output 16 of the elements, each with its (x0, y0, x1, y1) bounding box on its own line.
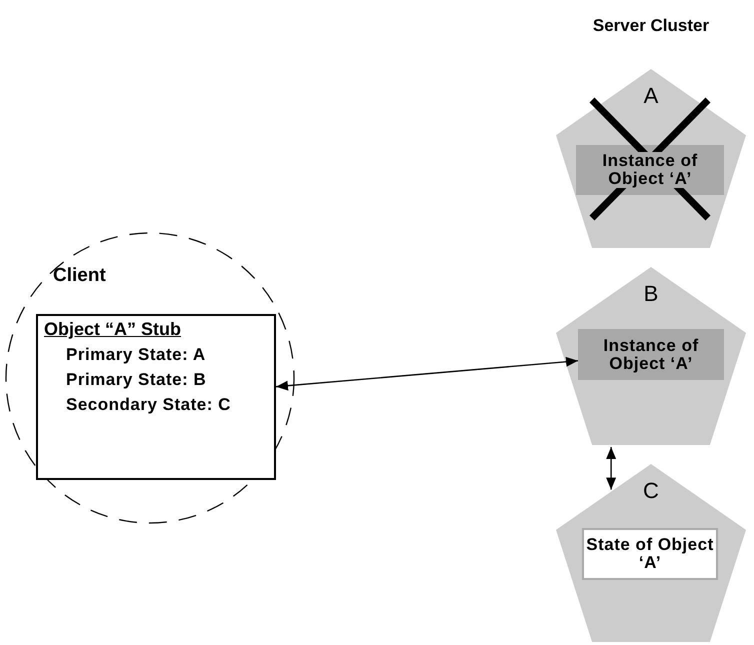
arrow (606, 447, 616, 490)
state-entry: Primary State: A (66, 345, 206, 364)
server-letter: A (644, 82, 658, 110)
client-circle (5, 232, 295, 524)
state-entry: Primary State: B (66, 370, 206, 389)
instance-box (576, 145, 724, 195)
client-label: Client (53, 264, 106, 288)
server-letter: B (644, 280, 658, 308)
state-box (582, 528, 718, 580)
diagram-title: Server Cluster (592, 16, 710, 36)
state-entry: Secondary State: C (66, 395, 231, 414)
stub-heading: Object “A” Stub (44, 320, 182, 339)
instance-box (578, 329, 724, 380)
stub-box (36, 314, 276, 480)
server-letter: C (643, 477, 659, 505)
arrow (276, 356, 578, 391)
